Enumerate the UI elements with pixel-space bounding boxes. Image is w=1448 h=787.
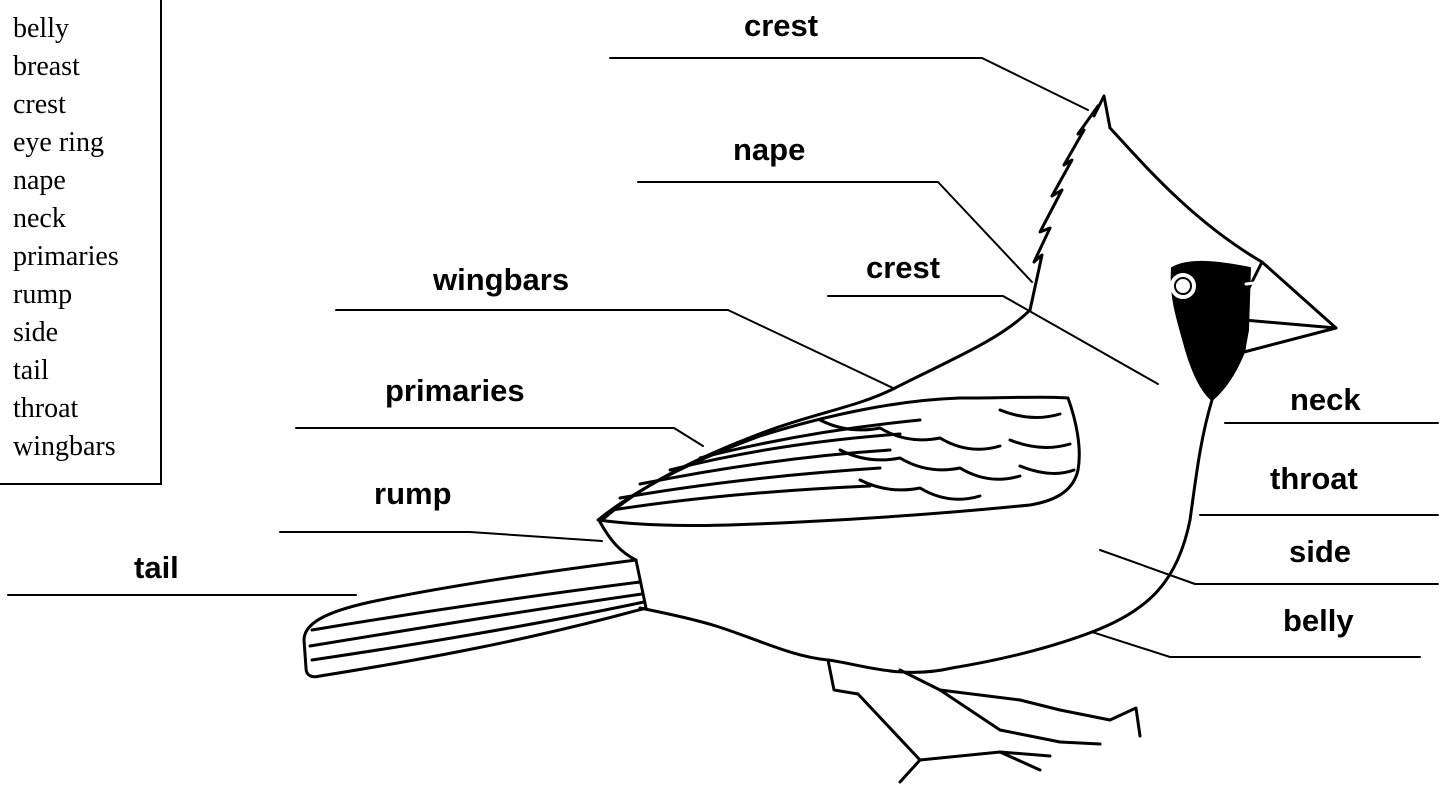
leader-line-belly [1092,632,1420,657]
label-belly: belly [1283,605,1354,636]
leader-line-rump [280,532,602,541]
label-crest-mid: crest [866,252,940,283]
cardinal-body [304,96,1336,782]
label-nape: nape [733,134,805,165]
leader-line-side [1100,550,1438,584]
leader-line-nape [638,182,1032,282]
label-tail: tail [134,552,179,583]
label-wingbars: wingbars [433,264,569,295]
bird-wing [598,397,1079,525]
leader-line-crest-mid [828,296,1158,384]
label-crest-top: crest [744,10,818,41]
label-primaries: primaries [385,375,525,406]
bird-beak [1244,262,1336,352]
label-neck: neck [1290,384,1361,415]
label-rump: rump [374,478,452,509]
label-throat: throat [1270,463,1358,494]
leader-line-primaries [296,428,703,446]
leader-line-crest-top [610,58,1088,110]
bird-legs [858,694,1050,782]
label-side: side [1289,536,1351,567]
